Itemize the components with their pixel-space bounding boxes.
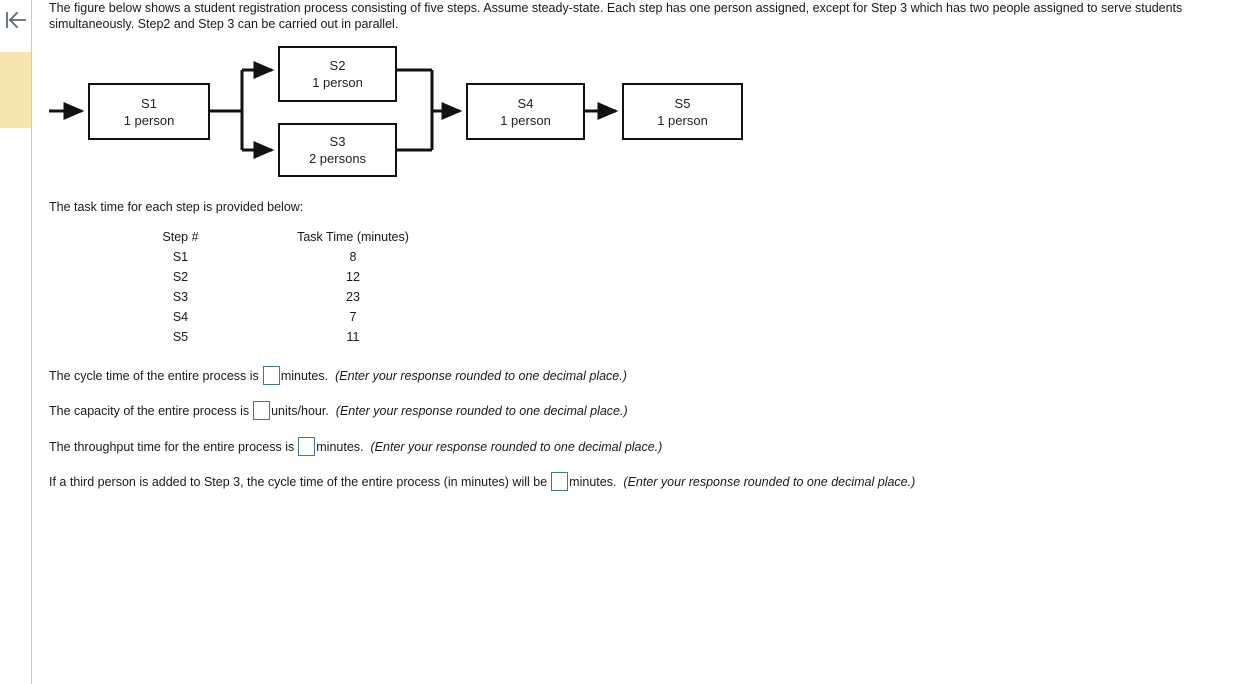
question-3-unit: minutes.	[316, 439, 364, 454]
cell-step: S1	[172, 250, 189, 264]
cell-task-time: 12	[346, 270, 360, 284]
table-row: S3 23	[123, 290, 468, 310]
cell-task-time: 11	[346, 330, 360, 344]
cell-step: S3	[172, 290, 189, 304]
table-row: S4 7	[123, 310, 468, 330]
node-s2-title: S2	[329, 58, 346, 73]
node-s2-staffing: 1 person	[312, 75, 363, 90]
answer-input-capacity[interactable]	[253, 401, 271, 420]
table-row: S2 12	[123, 270, 468, 290]
question-throughput-time: The throughput time for the entire proce…	[49, 437, 662, 456]
task-time-intro: The task time for each step is provided …	[49, 200, 304, 214]
process-node-s3: S3 2 persons	[278, 123, 397, 177]
answer-input-cycle-time[interactable]	[262, 366, 280, 385]
question-4-hint: (Enter your response rounded to one deci…	[623, 474, 916, 489]
process-node-s1: S1 1 person	[88, 83, 210, 140]
problem-intro-text: The figure below shows a student registr…	[49, 1, 1183, 31]
node-s5-staffing: 1 person	[657, 112, 708, 128]
cell-step: S5	[172, 330, 189, 344]
column-header-task-time: Task Time (minutes)	[297, 230, 409, 244]
node-s4-staffing: 1 person	[500, 112, 551, 128]
cell-step: S4	[172, 310, 189, 324]
question-3-prompt: The throughput time for the entire proce…	[49, 439, 295, 454]
cell-task-time: 7	[349, 310, 357, 324]
task-time-table: Step # Task Time (minutes) S1 8 S2 12 S3…	[123, 230, 468, 350]
question-3-hint: (Enter your response rounded to one deci…	[370, 439, 663, 454]
node-s1-title: S1	[141, 95, 157, 111]
table-row: S5 11	[123, 330, 468, 350]
back-arrow-icon[interactable]	[4, 8, 28, 32]
cell-task-time: 8	[349, 250, 357, 264]
node-s5-title: S5	[674, 95, 691, 111]
process-node-s4: S4 1 person	[466, 83, 585, 140]
cell-step: S2	[172, 270, 189, 284]
answer-input-cycle-time-third-person[interactable]	[551, 472, 569, 491]
question-4-prompt: If a third person is added to Step 3, th…	[49, 474, 548, 489]
table-row: S1 8	[123, 250, 468, 270]
rail-highlight-marker	[0, 52, 31, 128]
answer-input-throughput-time[interactable]	[298, 437, 316, 456]
question-1-unit: minutes.	[280, 368, 329, 383]
node-s3-staffing: 2 persons	[308, 151, 367, 166]
process-flow-diagram: S1 1 person S2 1 person S3 2 persons S4 …	[33, 36, 793, 191]
question-1-prompt: The cycle time of the entire process is	[49, 368, 259, 383]
node-s4-title: S4	[517, 95, 534, 111]
diagram-connectors	[49, 61, 619, 159]
question-cycle-time: The cycle time of the entire process is …	[49, 366, 627, 385]
content-area: The figure below shows a student registr…	[33, 0, 1246, 684]
question-1-hint: (Enter your response rounded to one deci…	[335, 368, 627, 383]
question-2-prompt: The capacity of the entire process is	[49, 403, 250, 418]
question-2-hint: (Enter your response rounded to one deci…	[335, 403, 628, 418]
process-node-s2: S2 1 person	[278, 46, 397, 102]
left-rail	[0, 0, 32, 684]
node-s1-staffing: 1 person	[123, 112, 175, 128]
question-capacity: The capacity of the entire process is un…	[49, 401, 628, 420]
process-node-s5: S5 1 person	[622, 83, 743, 140]
cell-task-time: 23	[346, 290, 360, 304]
node-s3-title: S3	[329, 134, 346, 149]
table-header-row: Step # Task Time (minutes)	[123, 230, 468, 250]
question-2-unit: units/hour.	[271, 403, 329, 418]
question-4-unit: minutes.	[569, 474, 617, 489]
question-cycle-time-third-person: If a third person is added to Step 3, th…	[49, 472, 915, 491]
column-header-step: Step #	[162, 230, 199, 244]
